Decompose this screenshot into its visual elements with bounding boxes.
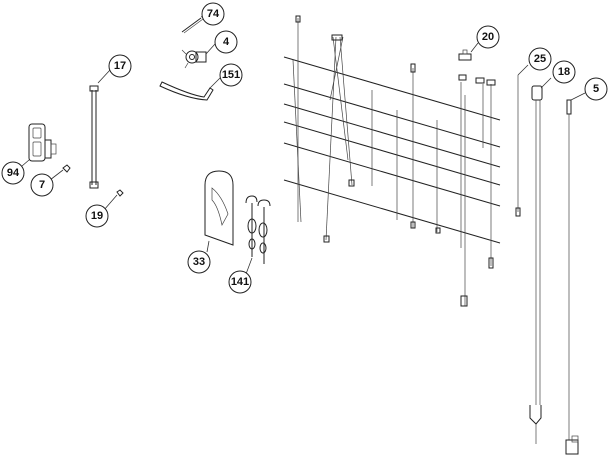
callout-label: 5: [593, 83, 599, 95]
part-7-clip: [62, 164, 71, 173]
callout-label: 25: [534, 53, 546, 65]
callout-151: 151: [219, 63, 243, 87]
callout-19: 19: [85, 204, 109, 228]
callout-label: 141: [231, 276, 249, 288]
callout-label: 17: [114, 60, 126, 72]
part-141-hooks: [245, 195, 271, 264]
callout-label: 19: [91, 210, 103, 222]
callout-74: 74: [201, 2, 225, 26]
callout-label: 4: [223, 36, 230, 48]
slat-assembly: [283, 15, 501, 307]
part-4-gear-mechanism: [181, 49, 207, 69]
part-18-pull-cord: [529, 85, 543, 444]
callout-label: 18: [558, 66, 570, 78]
callout-label: 7: [39, 179, 45, 191]
callout-18: 18: [552, 60, 576, 84]
callout-label: 94: [7, 167, 20, 179]
part-25-cord: [515, 75, 521, 217]
callout-94: 94: [1, 161, 25, 185]
part-151-bent-rod: [159, 81, 214, 101]
callout-141: 141: [228, 270, 252, 294]
callout-leaders: [21, 15, 586, 275]
callout-33: 33: [187, 250, 211, 274]
callout-label: 74: [207, 8, 220, 20]
callout-20: 20: [476, 25, 500, 49]
part-74-spring: [181, 17, 204, 34]
callout-17: 17: [108, 54, 132, 78]
part-19-end-cap: [116, 189, 124, 197]
callout-4: 4: [214, 30, 238, 54]
callout-25: 25: [528, 47, 552, 71]
callout-5: 5: [584, 77, 608, 101]
part-5-tilt-wand: [565, 99, 579, 455]
part-94-control-housing: [28, 123, 57, 162]
callout-label: 151: [222, 69, 240, 81]
part-17-rod: [89, 85, 99, 189]
part-33-wand-cover: [204, 170, 234, 246]
part-20-bracket: [458, 49, 472, 61]
callout-label: 20: [482, 31, 494, 43]
callout-7: 7: [30, 173, 54, 197]
callout-label: 33: [193, 256, 205, 268]
